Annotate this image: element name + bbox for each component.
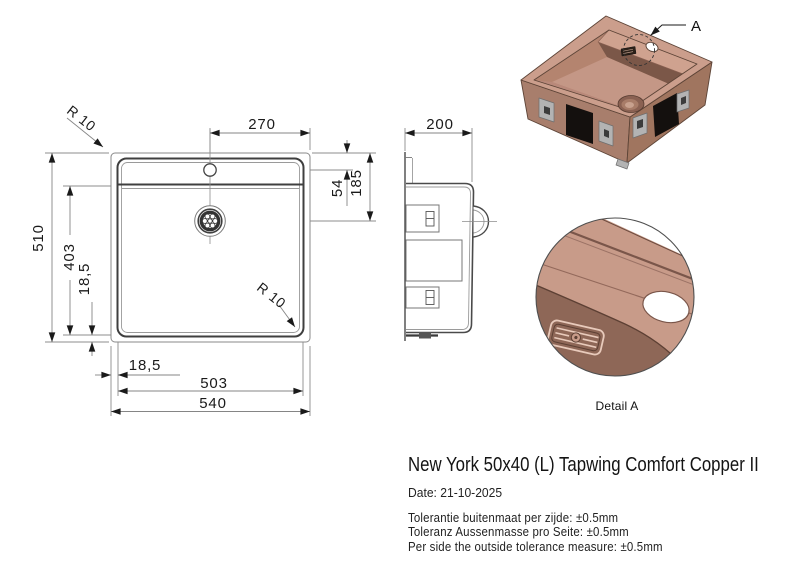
detail-outer-edge (595, 218, 694, 264)
dim-403-mask (62, 235, 77, 280)
detail-callout-label: A (691, 18, 701, 35)
detail-callout-leader (650, 24, 686, 36)
detail-bowl-wall (536, 283, 688, 376)
sink-rim-edge (116, 157, 305, 338)
iso-sound-pad-right (653, 93, 679, 137)
plan-dimensions: 270 510 403 18,5 18,5 503 540 54 185 R 1… (30, 102, 374, 415)
radius-leader-top-left (66, 117, 104, 148)
dim-18-5-horizontal: 18,5 (129, 357, 161, 374)
product-title: New York 50x40 (L) Tapwing Comfort Coppe… (408, 454, 759, 476)
iso-view: A (520, 15, 713, 170)
detail-a-view: Detail A (535, 217, 695, 413)
side-view: 200 (404, 116, 497, 341)
side-bracket-slots (425, 211, 435, 305)
detail-overflow-vent (547, 319, 605, 356)
iso-drain-icon (617, 95, 645, 113)
plan-view (45, 128, 473, 416)
drain-strainer-icon (194, 205, 226, 237)
radius-leader-bottom-right (278, 304, 296, 328)
detail-callout-circle (623, 34, 655, 66)
dim-270: 270 (248, 116, 275, 133)
dim-540: 540 (199, 395, 226, 412)
detail-circle-outline (535, 217, 695, 377)
tap-hole-icon (203, 163, 217, 177)
side-bottom-foot (419, 332, 431, 339)
tolerance-line-de: Toleranz Aussenmasse pro Seite: ±0.5mm (408, 524, 629, 540)
dim-503: 503 (200, 375, 227, 392)
dim-18-5-vertical: 18,5 (76, 263, 93, 295)
sink-inner-radius-edge (121, 162, 300, 333)
dim-185: 185 (348, 169, 365, 196)
detail-caption: Detail A (596, 399, 639, 413)
iso-back-wall (598, 42, 686, 87)
iso-sound-pad-left (566, 104, 593, 144)
tolerance-line-en: Per side the outside tolerance measure: … (408, 538, 663, 554)
date-line: Date: 21-10-2025 (408, 485, 503, 500)
iso-clip-slots (544, 96, 686, 138)
side-bowl-inner-line (406, 186, 471, 330)
detail-edge-groove-2 (546, 228, 694, 287)
dim-510: 510 (30, 224, 47, 251)
side-mounting-brackets (405, 204, 463, 309)
iso-overflow-vent (620, 46, 637, 57)
detail-tap-hole (642, 290, 690, 324)
iso-bowl-floor (552, 57, 676, 109)
detail-edge-groove (549, 222, 694, 283)
tolerance-block: Tolerantie buitenmaat per zijde: ±0.5mm … (408, 510, 663, 554)
dim-403: 403 (61, 243, 78, 270)
tolerance-line-nl: Tolerantie buitenmaat per zijde: ±0.5mm (408, 510, 619, 525)
dim-200: 200 (426, 116, 453, 133)
dim-54: 54 (329, 179, 346, 197)
iso-tap-hole (645, 41, 659, 53)
